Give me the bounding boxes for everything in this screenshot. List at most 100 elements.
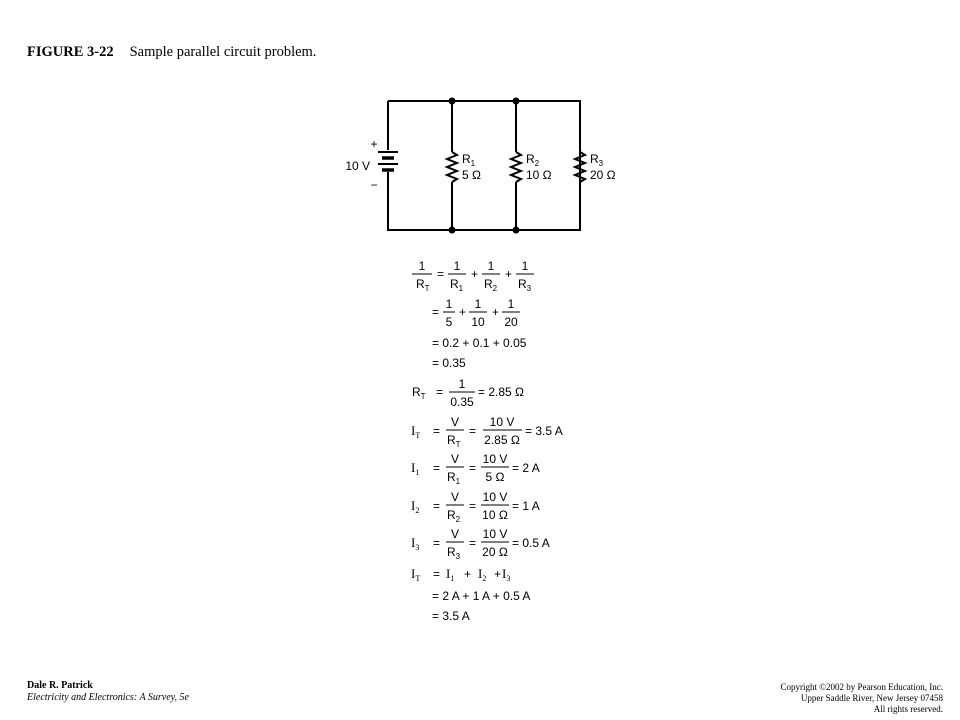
resistor-r2-value: 10 Ω <box>526 168 552 182</box>
svg-text:I1: I1 <box>446 566 454 583</box>
svg-text:= 2.85 Ω: = 2.85 Ω <box>478 385 524 399</box>
svg-text:5 Ω: 5 Ω <box>486 470 505 484</box>
svg-text:1: 1 <box>459 377 466 391</box>
svg-text:1: 1 <box>508 297 515 311</box>
eq-reciprocal-total: = 0.35 <box>432 356 466 370</box>
junction-dot <box>512 97 520 105</box>
svg-text:=: = <box>433 424 440 438</box>
svg-text:= 0.5 A: = 0.5 A <box>512 536 550 550</box>
svg-text:=: = <box>469 424 476 438</box>
svg-text:R1: R1 <box>447 470 461 486</box>
svg-text:RT: RT <box>412 385 426 401</box>
svg-text:1: 1 <box>488 259 495 273</box>
eq-decimal-sum: = 0.2 + 0.1 + 0.05 <box>432 336 527 350</box>
svg-text:=: = <box>432 305 439 319</box>
svg-text:I1: I1 <box>411 460 419 477</box>
svg-text:2.85 Ω: 2.85 Ω <box>484 433 520 447</box>
equation-block: 1 RT = 1 R1 + 1 R2 + 1 R3 = 1 5 + 1 10 +… <box>411 259 563 623</box>
svg-text:=: = <box>437 267 444 281</box>
svg-text:10 V: 10 V <box>483 527 508 541</box>
svg-text:IT: IT <box>411 566 420 583</box>
copyright-line: Copyright ©2002 by Pearson Education, In… <box>780 682 943 692</box>
svg-text:RT: RT <box>416 277 430 293</box>
svg-text:=: = <box>433 499 440 513</box>
svg-text:=: = <box>469 499 476 513</box>
svg-text:1: 1 <box>522 259 529 273</box>
svg-text:=: = <box>433 567 440 581</box>
svg-text:V: V <box>451 452 459 466</box>
figure-caption: FIGURE 3-22 Sample parallel circuit probl… <box>27 44 316 61</box>
eq-current-branch-1: I1 = V R1 = 10 V 5 Ω = 2 A <box>411 452 540 486</box>
eq-current-branch-3: I3 = V R3 = 10 V 20 Ω = 0.5 A <box>411 527 550 561</box>
svg-text:R2: R2 <box>447 508 461 524</box>
svg-text:R3: R3 <box>447 545 461 561</box>
parallel-circuit-diagram: + − 10 V R1 5 Ω R2 10 Ω R3 20 Ω <box>345 97 616 234</box>
eq-resistance-values: = 1 5 + 1 10 + 1 20 <box>432 297 520 329</box>
footer-author: Dale R. Patrick <box>27 680 93 691</box>
svg-text:IT: IT <box>411 423 420 440</box>
svg-text:I2: I2 <box>411 498 419 515</box>
svg-text:10 V: 10 V <box>483 452 508 466</box>
svg-text:R3: R3 <box>518 277 532 293</box>
junction-dot <box>448 97 456 105</box>
resistor-r1-symbol <box>444 151 460 183</box>
figure-title: Sample parallel circuit problem. <box>129 44 317 60</box>
eq-total-resistance-result: RT = 1 0.35 = 2.85 Ω <box>412 377 524 409</box>
resistor-r3-name: R3 <box>590 152 604 168</box>
eq-current-branch-2: I2 = V R2 = 10 V 10 Ω = 1 A <box>411 490 540 524</box>
svg-text:10: 10 <box>471 315 485 329</box>
eq-current-sum: IT = I1 + I2 + I3 <box>411 566 510 583</box>
junction-dot <box>448 226 456 234</box>
svg-text:= 2 A: = 2 A <box>512 461 540 475</box>
svg-text:5: 5 <box>446 315 453 329</box>
resistor-r2-symbol <box>508 151 524 183</box>
eq-current-sum-values: = 2 A + 1 A + 0.5 A <box>432 589 530 603</box>
circuit-wires <box>387 100 581 231</box>
svg-text:R2: R2 <box>484 277 498 293</box>
svg-text:1: 1 <box>419 259 426 273</box>
svg-text:V: V <box>451 527 459 541</box>
svg-text:+: + <box>492 305 499 319</box>
svg-text:20: 20 <box>504 315 518 329</box>
svg-text:I2: I2 <box>478 566 486 583</box>
battery-symbol <box>378 151 398 172</box>
svg-text:1: 1 <box>454 259 461 273</box>
svg-text:RT: RT <box>447 433 461 449</box>
svg-text:+: + <box>494 567 501 581</box>
resistor-r2-name: R2 <box>526 152 540 168</box>
svg-text:= 1 A: = 1 A <box>512 499 540 513</box>
svg-text:=: = <box>433 461 440 475</box>
svg-text:+: + <box>505 267 512 281</box>
svg-text:0.35: 0.35 <box>450 395 474 409</box>
resistor-r3-value: 20 Ω <box>590 168 616 182</box>
junction-dot <box>512 226 520 234</box>
svg-text:20 Ω: 20 Ω <box>482 545 508 559</box>
rights-line: All rights reserved. <box>873 704 943 714</box>
resistor-r1-name: R1 <box>462 152 476 168</box>
svg-text:10 Ω: 10 Ω <box>482 508 508 522</box>
junction-dots <box>448 97 520 234</box>
svg-text:V: V <box>451 490 459 504</box>
svg-text:1: 1 <box>475 297 482 311</box>
svg-text:I3: I3 <box>502 566 510 583</box>
resistor-r1-value: 5 Ω <box>462 168 481 182</box>
svg-text:10 V: 10 V <box>483 490 508 504</box>
svg-text:1: 1 <box>446 297 453 311</box>
svg-text:I3: I3 <box>411 535 419 552</box>
publisher-address: Upper Saddle River, New Jersey 07458 <box>800 693 943 703</box>
svg-text:=: = <box>469 461 476 475</box>
battery-minus-sign: − <box>370 178 377 192</box>
svg-text:+: + <box>459 305 466 319</box>
battery-plus-sign: + <box>370 137 377 151</box>
source-voltage-label: 10 V <box>345 159 370 173</box>
footer-book-info: Dale R. Patrick Electricity and Electron… <box>27 680 189 704</box>
svg-text:=: = <box>436 385 443 399</box>
svg-text:=: = <box>433 536 440 550</box>
svg-text:V: V <box>451 415 459 429</box>
footer-book-title: Electricity and Electronics: A Survey, 5… <box>27 692 189 703</box>
figure-number: FIGURE 3-22 <box>27 44 114 60</box>
svg-text:+: + <box>464 567 471 581</box>
eq-current-total: IT = V RT = 10 V 2.85 Ω = 3.5 A <box>411 415 563 449</box>
eq-total-resistance-reciprocal: 1 RT = 1 R1 + 1 R2 + 1 R3 <box>412 259 534 293</box>
svg-text:+: + <box>471 267 478 281</box>
